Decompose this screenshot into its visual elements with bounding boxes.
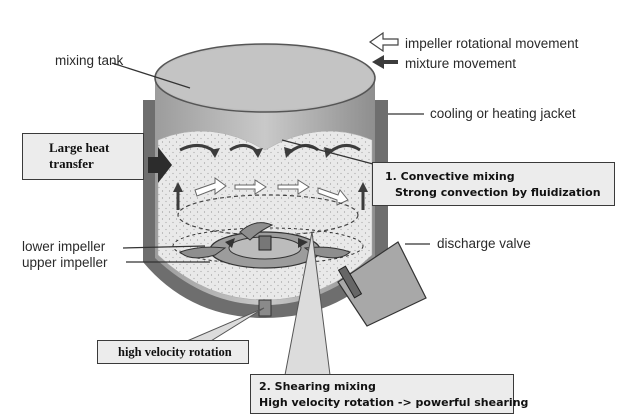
high-velocity-text: high velocity rotation bbox=[118, 345, 248, 360]
convective-mixing-desc: Strong convection by fluidization bbox=[385, 185, 614, 201]
impeller-movement-icon bbox=[370, 33, 398, 51]
lower-impeller-label: lower impeller bbox=[22, 240, 105, 254]
drive-shaft bbox=[259, 300, 271, 316]
cooling-jacket-label: cooling or heating jacket bbox=[430, 107, 576, 121]
heat-transfer-line1: Large heat bbox=[49, 140, 143, 156]
velocity-pointer bbox=[180, 308, 264, 344]
legend-mixture-movement: mixture movement bbox=[405, 57, 516, 71]
heat-transfer-callout: Large heat transfer bbox=[22, 133, 144, 180]
convective-mixing-callout: 1. Convective mixing Strong convection b… bbox=[372, 162, 615, 206]
legend-impeller-movement: impeller rotational movement bbox=[405, 37, 578, 51]
shearing-mixing-title: 2. Shearing mixing bbox=[259, 379, 513, 395]
shearing-mixing-desc: High velocity rotation -> powerful shear… bbox=[259, 395, 513, 411]
upper-impeller-label: upper impeller bbox=[22, 256, 108, 270]
mixing-tank-label: mixing tank bbox=[55, 54, 123, 68]
convective-mixing-title: 1. Convective mixing bbox=[385, 169, 614, 185]
heat-transfer-line2: transfer bbox=[49, 156, 143, 172]
shearing-mixing-callout: 2. Shearing mixing High velocity rotatio… bbox=[250, 374, 514, 414]
discharge-valve-label: discharge valve bbox=[437, 237, 531, 251]
high-velocity-callout: high velocity rotation bbox=[97, 340, 249, 364]
mixture-movement-icon bbox=[372, 55, 398, 69]
